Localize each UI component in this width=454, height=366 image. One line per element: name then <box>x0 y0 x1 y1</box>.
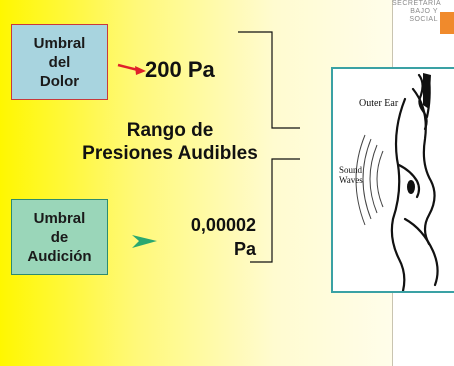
outer-ear-label: Outer Ear <box>359 98 399 109</box>
hearing-arrow-icon <box>132 235 157 248</box>
lower-range-bracket <box>250 158 300 263</box>
pain-threshold-label: Umbral del Dolor <box>33 34 86 90</box>
pain-arrow-icon <box>117 63 146 75</box>
sound-waves-icon <box>355 134 384 226</box>
ear-illustration-frame: Outer Ear Sound Waves <box>331 67 454 293</box>
upper-range-bracket <box>238 31 300 129</box>
organization-line-2: BAJO Y <box>410 8 438 15</box>
pain-threshold-value: 200 Pa <box>145 57 215 82</box>
organization-logo-accent <box>440 12 454 34</box>
hearing-threshold-label: Umbral de Audición <box>27 209 92 265</box>
hearing-threshold-value: 0,00002 Pa <box>190 215 256 259</box>
organization-line-3: SOCIAL <box>409 16 438 23</box>
audible-pressure-range-label: Rango de Presiones Audibles <box>82 120 258 164</box>
ear-canal-icon <box>407 73 431 194</box>
hearing-threshold-box: Umbral de Audición <box>11 199 108 275</box>
pain-threshold-box: Umbral del Dolor <box>11 24 108 100</box>
ear-drawing-icon <box>355 73 439 291</box>
sound-waves-label: Sound Waves <box>339 165 363 185</box>
organization-line-1: SECRETARÍA <box>392 0 442 7</box>
outer-ear-icon <box>390 73 439 291</box>
organization-header: SECRETARÍA BAJO Y SOCIAL <box>392 0 442 24</box>
